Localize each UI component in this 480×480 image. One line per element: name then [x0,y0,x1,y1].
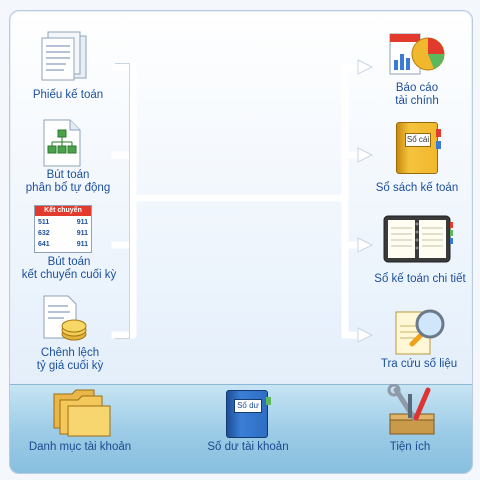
ket-chuyen-title: Kết chuyển [35,206,91,216]
item-label: phân bổ tự động [25,182,111,194]
right-item-so-ke-toan-chi-tiet[interactable]: Sổ kế toán chi tiết [368,273,472,286]
item-label: tài chính [395,95,439,107]
item-label: tỷ giá cuối kỳ [36,360,104,372]
bottom-item-danh-muc-tai-khoan[interactable]: Danh mục tài khoản [20,441,140,454]
item-label: kết chuyển cuối kỳ [21,269,117,281]
folders-icon[interactable] [50,384,114,438]
ledger-transfer-icon[interactable]: Kết chuyển 511 911 632 911 641 911 [34,205,92,253]
magnifier-icon[interactable] [392,304,448,356]
item-label: Báo cáo [395,82,439,94]
tools-icon[interactable] [380,384,442,438]
ledger-cell: 911 [76,241,88,248]
coins-document-icon[interactable] [42,294,90,344]
item-label: Bút toán [47,256,91,268]
item-label: Tra cứu số liệu [380,358,458,370]
item-label: Sổ kế toán chi tiết [374,273,466,285]
item-label: Tiện ích [389,441,431,453]
item-label: Bút toán [46,169,90,181]
item-label: Sổ sách kế toán [375,182,459,194]
documents-icon[interactable] [40,30,92,84]
left-item-phieu-ke-toan[interactable]: Phiếu kế toán [20,89,116,102]
right-item-so-sach-ke-toan[interactable]: Sổ sách kế toán [368,182,466,195]
ledger-cell: 911 [76,230,88,237]
org-chart-icon[interactable] [42,118,82,168]
right-item-bao-cao-tai-chinh[interactable]: Báo cáo tài chính [372,82,462,108]
bottom-item-so-du-tai-khoan[interactable]: Số dư tài khoản [196,441,300,454]
so-cai-label: Sổ cái [405,133,431,147]
financial-report-icon[interactable] [386,28,448,80]
ledger-cell: 641 [38,241,50,248]
ledger-cell: 511 [38,219,50,226]
right-item-tra-cuu-so-lieu[interactable]: Tra cứu số liệu [370,358,468,371]
balance-book-icon[interactable]: Số dư [226,390,271,438]
item-label: Chênh lệch [40,347,100,359]
notebook-icon[interactable] [382,214,454,264]
so-du-label: Số dư [234,399,262,413]
bottom-item-tien-ich[interactable]: Tiện ích [370,441,450,454]
item-label: Danh mục tài khoản [28,441,132,453]
left-item-chenh-lech-ty-gia[interactable]: Chênh lệch tỷ giá cuối kỳ [18,347,122,373]
ledger-book-icon[interactable]: Sổ cái [396,122,441,174]
item-label: Số dư tài khoản [207,441,289,453]
item-label: Phiếu kế toán [32,89,104,101]
left-item-but-toan-ket-chuyen[interactable]: Bút toán kết chuyển cuối kỳ [10,256,128,282]
ledger-cell: 911 [76,219,88,226]
left-item-but-toan-phan-bo[interactable]: Bút toán phân bổ tự động [14,169,122,195]
ledger-cell: 632 [38,230,50,237]
